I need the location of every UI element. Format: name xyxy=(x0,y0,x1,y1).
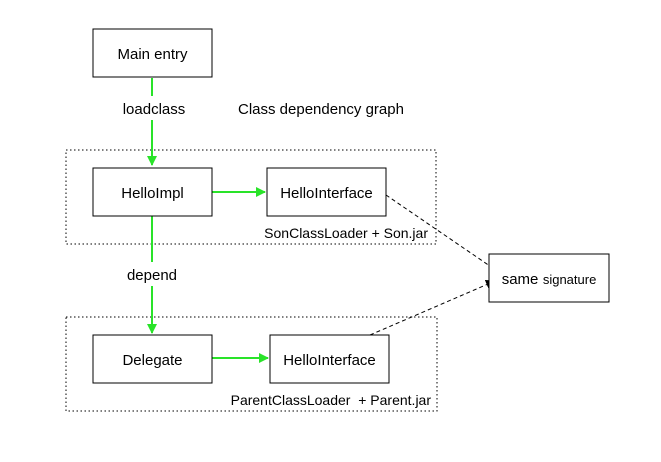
signature-word: signature xyxy=(543,272,596,287)
same-signature-label: same signature xyxy=(502,271,597,288)
son-hellointerface-label: HelloInterface xyxy=(280,185,373,202)
delegate-label: Delegate xyxy=(122,352,182,369)
same-word: same xyxy=(502,271,539,288)
depend-edge-label: depend xyxy=(127,267,177,284)
parent-classloader-label: ParentClassLoader + Parent.jar xyxy=(231,392,432,408)
delegate-node: Delegate xyxy=(92,334,213,384)
helloimpl-label: HelloImpl xyxy=(121,185,184,202)
parent-classloader-group xyxy=(65,316,438,412)
son-hellointerface-node: HelloInterface xyxy=(266,167,387,217)
son-classloader-label: SonClassLoader + Son.jar xyxy=(264,225,428,241)
main-entry-node: Main entry xyxy=(92,28,213,78)
loadclass-edge-label: loadclass xyxy=(123,101,186,118)
parent-hellointerface-label: HelloInterface xyxy=(283,352,376,369)
main-entry-label: Main entry xyxy=(117,46,188,63)
same-signature-node: same signature xyxy=(488,253,610,303)
son-classloader-group xyxy=(65,149,437,245)
edge-son-interface-to-same-signature xyxy=(385,194,504,276)
edge-parent-interface-to-same-signature xyxy=(369,279,496,336)
diagram-title: Class dependency graph xyxy=(238,101,404,118)
parent-hellointerface-node: HelloInterface xyxy=(269,334,390,384)
helloimpl-node: HelloImpl xyxy=(92,167,213,217)
